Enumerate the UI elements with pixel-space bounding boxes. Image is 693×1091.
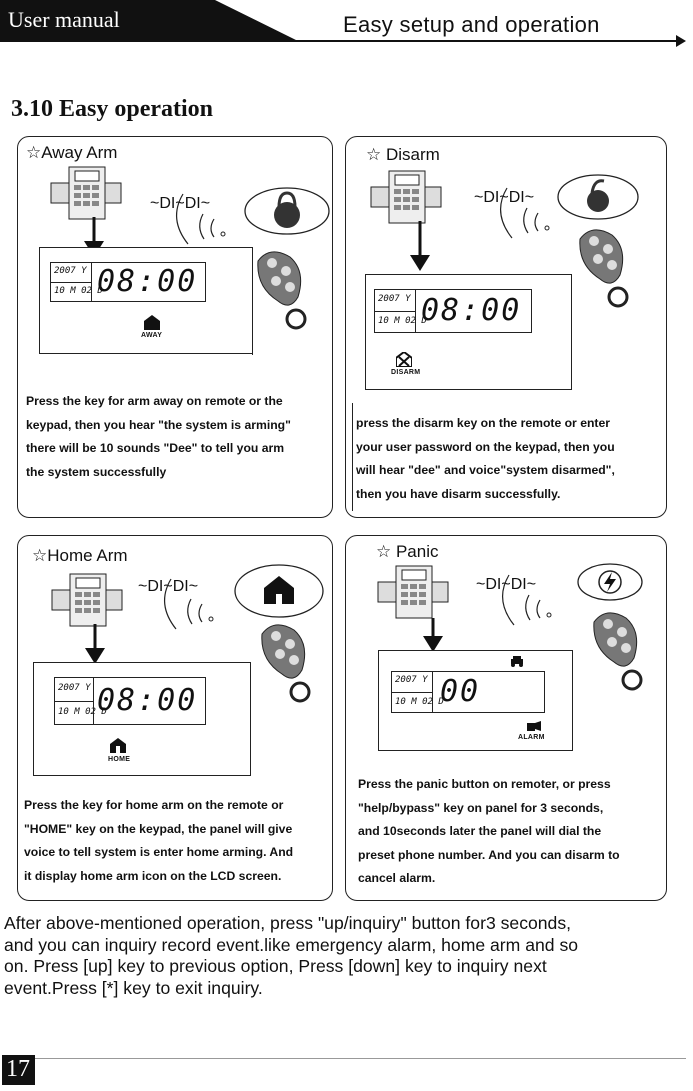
- panel-title: ☆Home Arm: [32, 546, 128, 565]
- panel-disarm: ☆ Disarm ~DI~DI~ 2007 Y 10 M 02 D 08:00 …: [345, 136, 667, 518]
- lcd-window: 2007 Y 10 M 02 D 00: [391, 671, 545, 713]
- remote-control-icon: [257, 251, 307, 330]
- lcd-divider: [375, 311, 415, 312]
- beep-sound-label: ~DI~DI~: [474, 189, 535, 206]
- lcd-divider: [91, 263, 92, 301]
- page-number-badge: [2, 1055, 35, 1085]
- lcd-mode-label: HOME: [108, 756, 131, 763]
- lcd-divider: [415, 290, 416, 332]
- arrow-down-icon: [410, 221, 430, 271]
- lcd-vertical-line: [252, 247, 253, 355]
- lcd-divider: [55, 701, 93, 702]
- lcd-date: 10 M 02 D: [54, 286, 103, 296]
- lcd-year: 2007 Y: [58, 683, 91, 693]
- sound-waves-icon: [176, 193, 226, 245]
- lock-bubble-icon: [244, 187, 330, 235]
- header-rule: [280, 40, 680, 42]
- beep-sound-label: ~DI~DI~: [150, 195, 211, 212]
- panel-away-arm: ☆Away Arm ~DI~DI~ 2007 Y 10 M 02 D 08:00…: [17, 136, 333, 518]
- lcd-mode-label: AWAY: [141, 332, 163, 339]
- header-tab-shape: [0, 0, 300, 42]
- lcd-divider: [93, 678, 94, 724]
- lcd-date: 10 M 02 D: [58, 707, 107, 717]
- alarm-icon: [527, 721, 541, 731]
- header-arrow-icon: [676, 35, 686, 47]
- panel-description: Press the panic button on remoter, or pr…: [358, 777, 620, 885]
- panel-title: ☆Away Arm: [26, 143, 118, 162]
- lcd-divider: [432, 672, 433, 712]
- lcd-divider: [392, 692, 432, 693]
- lcd-time-digits: 00: [440, 674, 481, 709]
- sound-waves-icon: [500, 187, 550, 239]
- remote-control-icon: [593, 612, 643, 691]
- page-number: 17: [6, 1056, 30, 1082]
- lcd-divider: [51, 282, 91, 283]
- header-section-label: Easy setup and operation: [343, 12, 600, 37]
- lcd-mode-label: ALARM: [518, 734, 545, 741]
- lcd-year: 2007 Y: [395, 675, 428, 685]
- panel-panic: ☆ Panic ~DI~DI~ 2007 Y 10 M 02 D 00 ALAR…: [345, 535, 667, 901]
- remote-control-icon: [579, 229, 629, 308]
- lcd-year: 2007 Y: [378, 294, 411, 304]
- panel-description: Press the key for home arm on the remote…: [24, 798, 294, 883]
- section-title: 3.10 Easy operation: [11, 96, 214, 122]
- disarm-icon: [396, 352, 412, 367]
- beep-sound-label: ~DI~DI~: [476, 576, 537, 593]
- lcd-mode-label: DISARM: [391, 369, 421, 376]
- lcd-window: 2007 Y 10 M 02 D 08:00: [50, 262, 206, 302]
- panel-divider-line: [352, 403, 353, 511]
- lcd-display: 2007 Y 10 M 02 D 00 ALARM: [378, 650, 573, 751]
- remote-control-icon: [261, 624, 311, 703]
- sound-waves-icon: [502, 574, 552, 626]
- control-panel-icon: [50, 166, 122, 220]
- sound-waves-icon: [164, 578, 214, 630]
- beep-sound-label: ~DI~DI~: [138, 578, 199, 595]
- away-icon: [144, 315, 160, 330]
- lcd-display: 2007 Y 10 M 02 D 08:00 AWAY: [39, 247, 253, 354]
- control-panel-icon: [51, 573, 123, 627]
- arrow-down-icon: [85, 624, 105, 664]
- panel-description: Press the key for arm away on remote or …: [26, 394, 291, 479]
- lcd-display: 2007 Y 10 M 02 D 08:00 HOME: [33, 662, 251, 776]
- lcd-window: 2007 Y 10 M 02 D 08:00: [54, 677, 206, 725]
- car-alarm-icon: [511, 656, 523, 667]
- panel-title: ☆ Panic: [376, 542, 439, 561]
- control-panel-icon: [377, 565, 449, 619]
- panel-home-arm: ☆Home Arm ~DI~DI~ 2007 Y 10 M 02 D 08:00…: [17, 535, 333, 901]
- home-bubble-icon: [234, 564, 324, 618]
- footer-paragraph: After above-mentioned operation, press "…: [4, 913, 579, 998]
- lcd-date: 10 M 02 D: [378, 316, 427, 326]
- lcd-date: 10 M 02 D: [395, 697, 444, 707]
- lcd-time-digits: 08:00: [421, 293, 522, 328]
- home-icon: [110, 738, 126, 753]
- lcd-year: 2007 Y: [54, 266, 87, 276]
- panic-bubble-icon: [577, 563, 643, 601]
- panel-title: ☆ Disarm: [366, 145, 440, 164]
- footer-rule: [2, 1058, 686, 1059]
- lcd-display: 2007 Y 10 M 02 D 08:00 DISARM: [365, 274, 572, 390]
- unlock-bubble-icon: [557, 174, 639, 220]
- control-panel-icon: [370, 170, 442, 224]
- lcd-time-digits: 08:00: [97, 683, 198, 718]
- lcd-time-digits: 08:00: [97, 264, 198, 299]
- panel-description: press the disarm key on the remote or en…: [356, 416, 615, 501]
- lcd-window: 2007 Y 10 M 02 D 08:00: [374, 289, 532, 333]
- header-manual-label: User manual: [8, 7, 120, 32]
- arrow-down-icon: [423, 618, 443, 652]
